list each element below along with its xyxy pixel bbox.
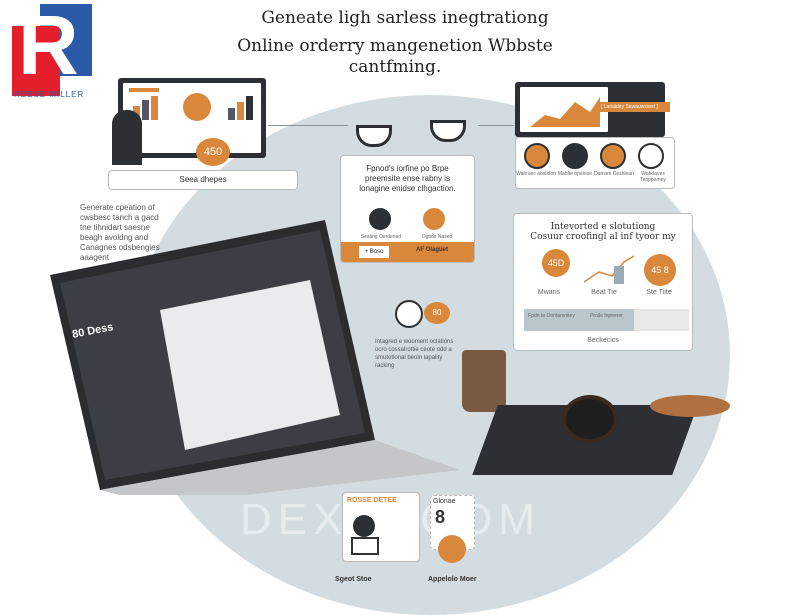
gear-label: Sesting Oerdened — [360, 234, 402, 240]
logo-letter: R — [18, 0, 79, 92]
connector-arrow — [478, 125, 514, 126]
gear-icon — [183, 93, 211, 121]
left-caption: Seea dhepes — [108, 170, 298, 190]
card-subtitle: Cosuur croofingl al inf tyoor my — [530, 232, 676, 242]
icon-label: Wabdaves Tenppomey — [640, 171, 666, 183]
card-footer: Beckecics — [587, 337, 619, 344]
card-title: ROSSE DETEE — [347, 497, 397, 504]
dollar-icon — [562, 143, 588, 169]
laptop-icon — [351, 537, 379, 555]
person-avatar — [112, 110, 142, 165]
page-title: Geneate ligh sarless inegtrationg — [261, 8, 549, 28]
score-badge: 450 — [196, 138, 230, 166]
metric-label: Mwans — [537, 289, 561, 296]
metric-badge: 45D — [542, 249, 570, 277]
badge: 80 — [424, 302, 450, 324]
coffee-icon — [395, 300, 423, 328]
person-icon — [353, 515, 375, 537]
left-description: Generate cpeation of cwsbesc tanch a gac… — [80, 203, 160, 262]
wooden-spoon — [650, 395, 730, 417]
logo — [12, 4, 92, 96]
latte-cup — [562, 395, 618, 443]
popup-label: [ Lanaidey Sawauwssed ] — [598, 102, 670, 112]
page-subtitle: Online orderry mangenetion Wbbste cantfm… — [237, 36, 553, 77]
metric-badge: 45 8 — [644, 254, 676, 286]
integration-card: Intevorted e slotutiong Cosuur croofingl… — [513, 213, 693, 351]
loyalty-text: Intagred e wooment oclations ocro cossal… — [375, 339, 454, 369]
gear-icon — [369, 208, 391, 230]
table-cell: Fpdn te Oontamnitey — [524, 309, 579, 331]
table-cell — [634, 309, 689, 331]
laptop-illustration — [50, 220, 460, 495]
card-title: Intevorted e slotutiong — [550, 222, 656, 232]
gear-label: Ogtide Nased — [421, 234, 453, 240]
center-card-text: Fpnod's iorfine po Brpe preemsite ense r… — [359, 164, 456, 193]
icon-label: Wahranc abslidon — [516, 171, 556, 177]
icon-label: Dansen Ceshlean — [594, 171, 634, 177]
icon-card: Wahranc abslidon Mablte openioe Dansen C… — [515, 137, 675, 189]
coffee-cup-icon — [430, 120, 466, 142]
logo-text: REESE MILLER — [14, 90, 85, 99]
award-ribbon-icon — [438, 535, 466, 563]
item-label: Sgeot Stoe — [335, 576, 372, 583]
chart-icon — [638, 143, 664, 169]
table-cell: Proile Inpeeror — [579, 309, 634, 331]
item-label: Appelolo Moer — [428, 576, 477, 583]
food-icon — [524, 143, 550, 169]
card-number: 8 — [435, 507, 446, 527]
metric-label: Ste Tiite — [646, 289, 672, 296]
gear-icon — [423, 208, 445, 230]
icon-label: Mablte openioe — [557, 171, 593, 177]
metric-label: Beat Tie — [591, 289, 617, 296]
connector-arrow — [268, 125, 348, 126]
coffee-cup-icon — [356, 125, 392, 147]
coffee-icon — [600, 143, 626, 169]
store-card: ROSSE DETEE — [342, 492, 420, 562]
center-card: Fpnod's iorfine po Brpe preemsite ense r… — [340, 155, 475, 263]
center-card-footer: AF Olaguet — [416, 247, 449, 253]
dashboard-monitor — [118, 78, 266, 158]
coffee-cup-to-go — [462, 350, 506, 412]
analytics-monitor — [515, 82, 665, 137]
add-button[interactable]: + Boso — [359, 246, 389, 258]
card-title: Glonae — [433, 498, 456, 505]
